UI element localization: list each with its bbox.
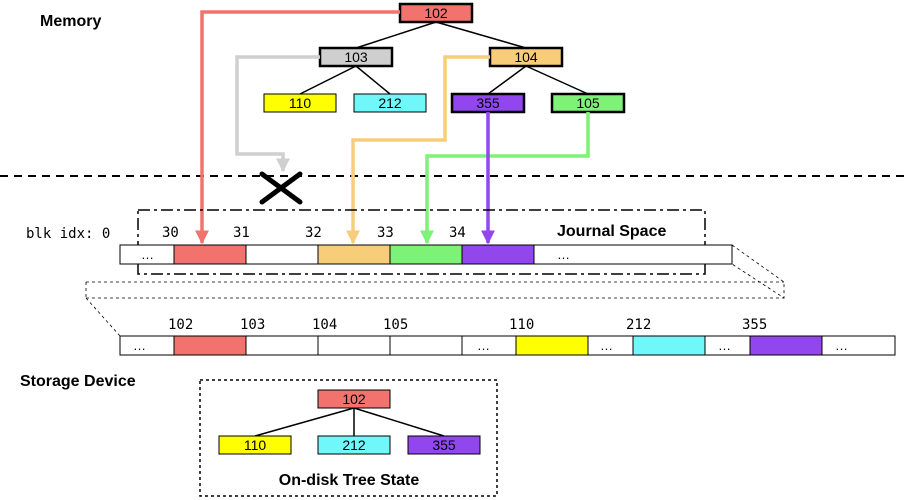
svg-text:102: 102 — [342, 391, 366, 407]
storage-ellipsis-5: … — [835, 338, 848, 353]
svg-text:110: 110 — [289, 95, 312, 111]
flush-arrow-102 — [195, 10, 400, 245]
memory-node-102: 102 — [398, 2, 474, 24]
blk-idx-label: blk idx: 0 — [26, 226, 110, 242]
ondisk-node-355: 355 — [407, 435, 481, 455]
ondisk-node-212: 212 — [317, 435, 391, 455]
storage-label-212: 212 — [626, 317, 651, 333]
storage-ellipsis-3: … — [600, 338, 613, 353]
storage-ellipsis-2: … — [477, 338, 490, 353]
storage-ellipsis-4: … — [718, 338, 731, 353]
memory-label: Memory — [40, 13, 101, 30]
journal-ellipsis-start: … — [141, 247, 154, 262]
journal-space-box — [137, 209, 706, 275]
storage-label-355: 355 — [742, 317, 767, 333]
ondisk-tree-box — [199, 379, 498, 497]
storage-ellipsis-1: … — [133, 338, 146, 353]
memory-node-105: 105 — [550, 92, 626, 114]
svg-text:103: 103 — [344, 49, 368, 65]
storage-device-label: Storage Device — [20, 373, 136, 390]
storage-label-102: 102 — [168, 317, 193, 333]
journal-ellipsis-end: … — [557, 247, 570, 262]
svg-text:212: 212 — [378, 95, 402, 111]
svg-text:105: 105 — [576, 95, 600, 111]
perspective-guides — [85, 244, 785, 337]
svg-text:110: 110 — [244, 437, 267, 453]
storage-block-row — [119, 335, 896, 356]
svg-text:104: 104 — [514, 49, 538, 65]
journal-index-33: 33 — [377, 225, 394, 241]
journal-index-31: 31 — [233, 225, 250, 241]
memory-tree-edges — [299, 21, 589, 95]
journal-index-32: 32 — [305, 225, 322, 241]
ondisk-tree-label: On-disk Tree State — [279, 472, 420, 489]
memory-node-355: 355 — [450, 92, 526, 114]
svg-text:355: 355 — [432, 437, 456, 453]
cancelled-write-icon — [259, 171, 303, 205]
journal-index-30: 30 — [162, 225, 179, 241]
svg-text:212: 212 — [342, 437, 366, 453]
storage-label-105: 105 — [383, 317, 408, 333]
journal-block-row — [119, 244, 733, 265]
svg-text:355: 355 — [476, 95, 500, 111]
memory-node-212: 212 — [353, 93, 427, 113]
memory-node-103: 103 — [318, 46, 394, 68]
flush-arrow-105 — [420, 112, 590, 245]
flush-arrow-104 — [346, 55, 490, 245]
flush-arrow-103 — [235, 55, 320, 173]
memory-node-104: 104 — [488, 46, 564, 68]
ondisk-node-110: 110 — [218, 435, 292, 455]
memory-node-110: 110 — [263, 93, 337, 113]
ondisk-tree-edges — [254, 407, 445, 437]
storage-label-103: 103 — [240, 317, 265, 333]
ondisk-node-102: 102 — [317, 389, 391, 409]
svg-text:102: 102 — [424, 5, 448, 21]
storage-label-104: 104 — [312, 317, 337, 333]
journal-space-label: Journal Space — [557, 223, 666, 240]
journal-index-34: 34 — [449, 225, 466, 241]
storage-label-110: 110 — [509, 317, 534, 333]
